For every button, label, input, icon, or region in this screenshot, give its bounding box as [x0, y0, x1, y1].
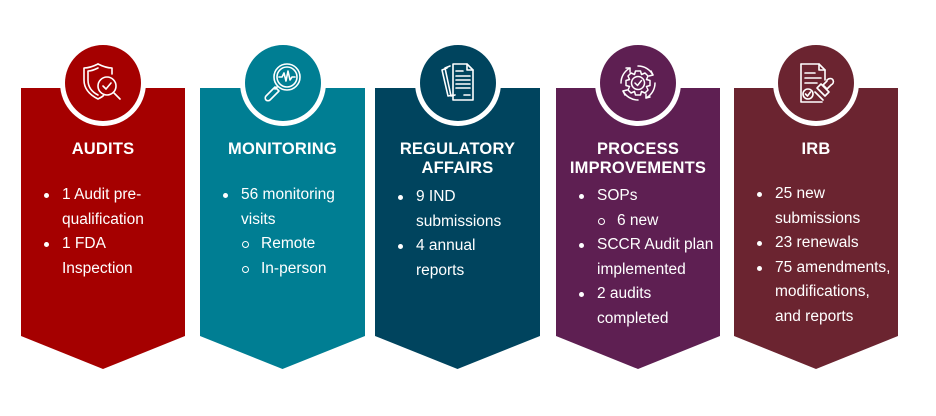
icon-badge-inner	[244, 45, 321, 121]
list-subitem: Remote	[200, 232, 365, 257]
icon-badge-inner	[778, 45, 854, 121]
gear-check-cycle-icon	[620, 65, 656, 101]
chevron-shape	[21, 88, 185, 369]
magnifier-pulse-icon	[263, 63, 301, 102]
panel-title: AUDITS	[71, 140, 135, 158]
chevron-fill	[21, 88, 185, 369]
list-item: 1 Audit pre-qualification	[21, 183, 185, 232]
icon-badge-inner	[419, 45, 496, 121]
icon-badge-inner	[65, 45, 141, 121]
documents-stack-icon	[440, 63, 474, 101]
icon-badge	[595, 40, 681, 126]
chevron-fill	[375, 88, 540, 369]
icon-badge	[773, 40, 859, 126]
list-subitem: 6 new	[556, 209, 720, 234]
shield-check-magnifier-icon	[83, 63, 121, 100]
chevron-shape	[375, 88, 540, 369]
chevron-shape	[734, 88, 898, 369]
document-stamp-approval-icon	[800, 63, 835, 103]
list-subitem: In-person	[200, 257, 365, 282]
panel-title: IRB	[801, 140, 831, 158]
chevron-fill	[734, 88, 898, 369]
chevron-shape	[556, 88, 720, 369]
chevron-fill	[556, 88, 720, 369]
chevron-shape	[200, 88, 365, 369]
icon-badge	[239, 40, 326, 126]
chevron-fill	[200, 88, 365, 369]
list-item: 23 renewals	[734, 231, 898, 256]
panel-title: MONITORING	[228, 140, 337, 158]
icon-badge	[414, 40, 501, 126]
list-item: SOPs	[556, 184, 720, 209]
icon-badge	[60, 40, 146, 126]
icon-badge-inner	[600, 45, 676, 121]
list-item: 75 amendments,modifications,and reports	[734, 256, 898, 330]
